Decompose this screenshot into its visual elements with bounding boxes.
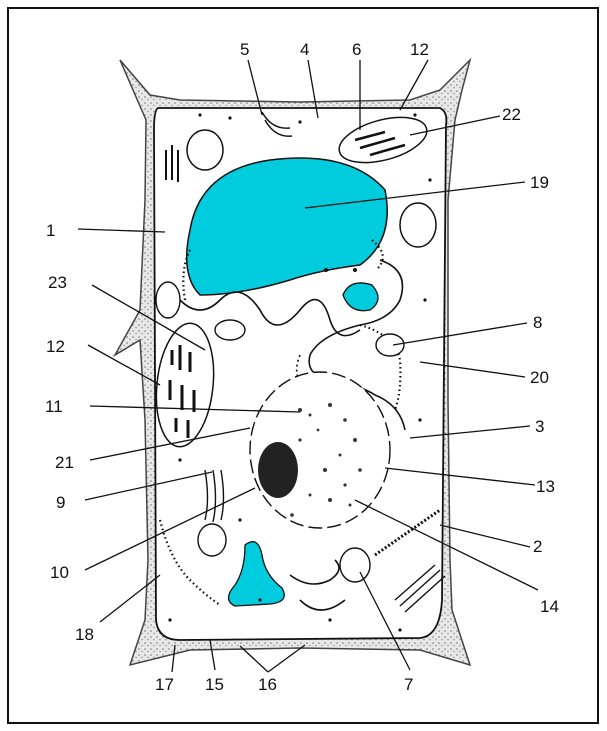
label-7: 7 [404,675,413,694]
label-23: 23 [48,273,67,292]
label-16: 16 [258,675,277,694]
label-20: 20 [530,368,549,387]
label-2: 2 [533,537,542,556]
label-5: 5 [240,40,249,59]
label-11: 11 [45,397,63,416]
label-19: 19 [530,173,549,192]
label-13: 13 [536,477,555,496]
label-10: 10 [50,563,69,582]
label-1: 1 [46,221,55,240]
label-22: 22 [502,105,521,124]
label-14: 14 [540,597,559,616]
label-18: 18 [75,625,94,644]
label-9: 9 [56,493,65,512]
label-4: 4 [300,40,309,59]
label-3: 3 [535,417,544,436]
label-15: 15 [205,675,224,694]
label-12-top: 12 [410,40,429,59]
label-12-left: 12 [46,337,65,356]
label-8: 8 [533,313,542,332]
label-17: 17 [155,675,174,694]
label-6: 6 [352,40,361,59]
label-21: 21 [55,453,74,472]
nucleolus [258,442,298,498]
nucleus [250,372,390,528]
